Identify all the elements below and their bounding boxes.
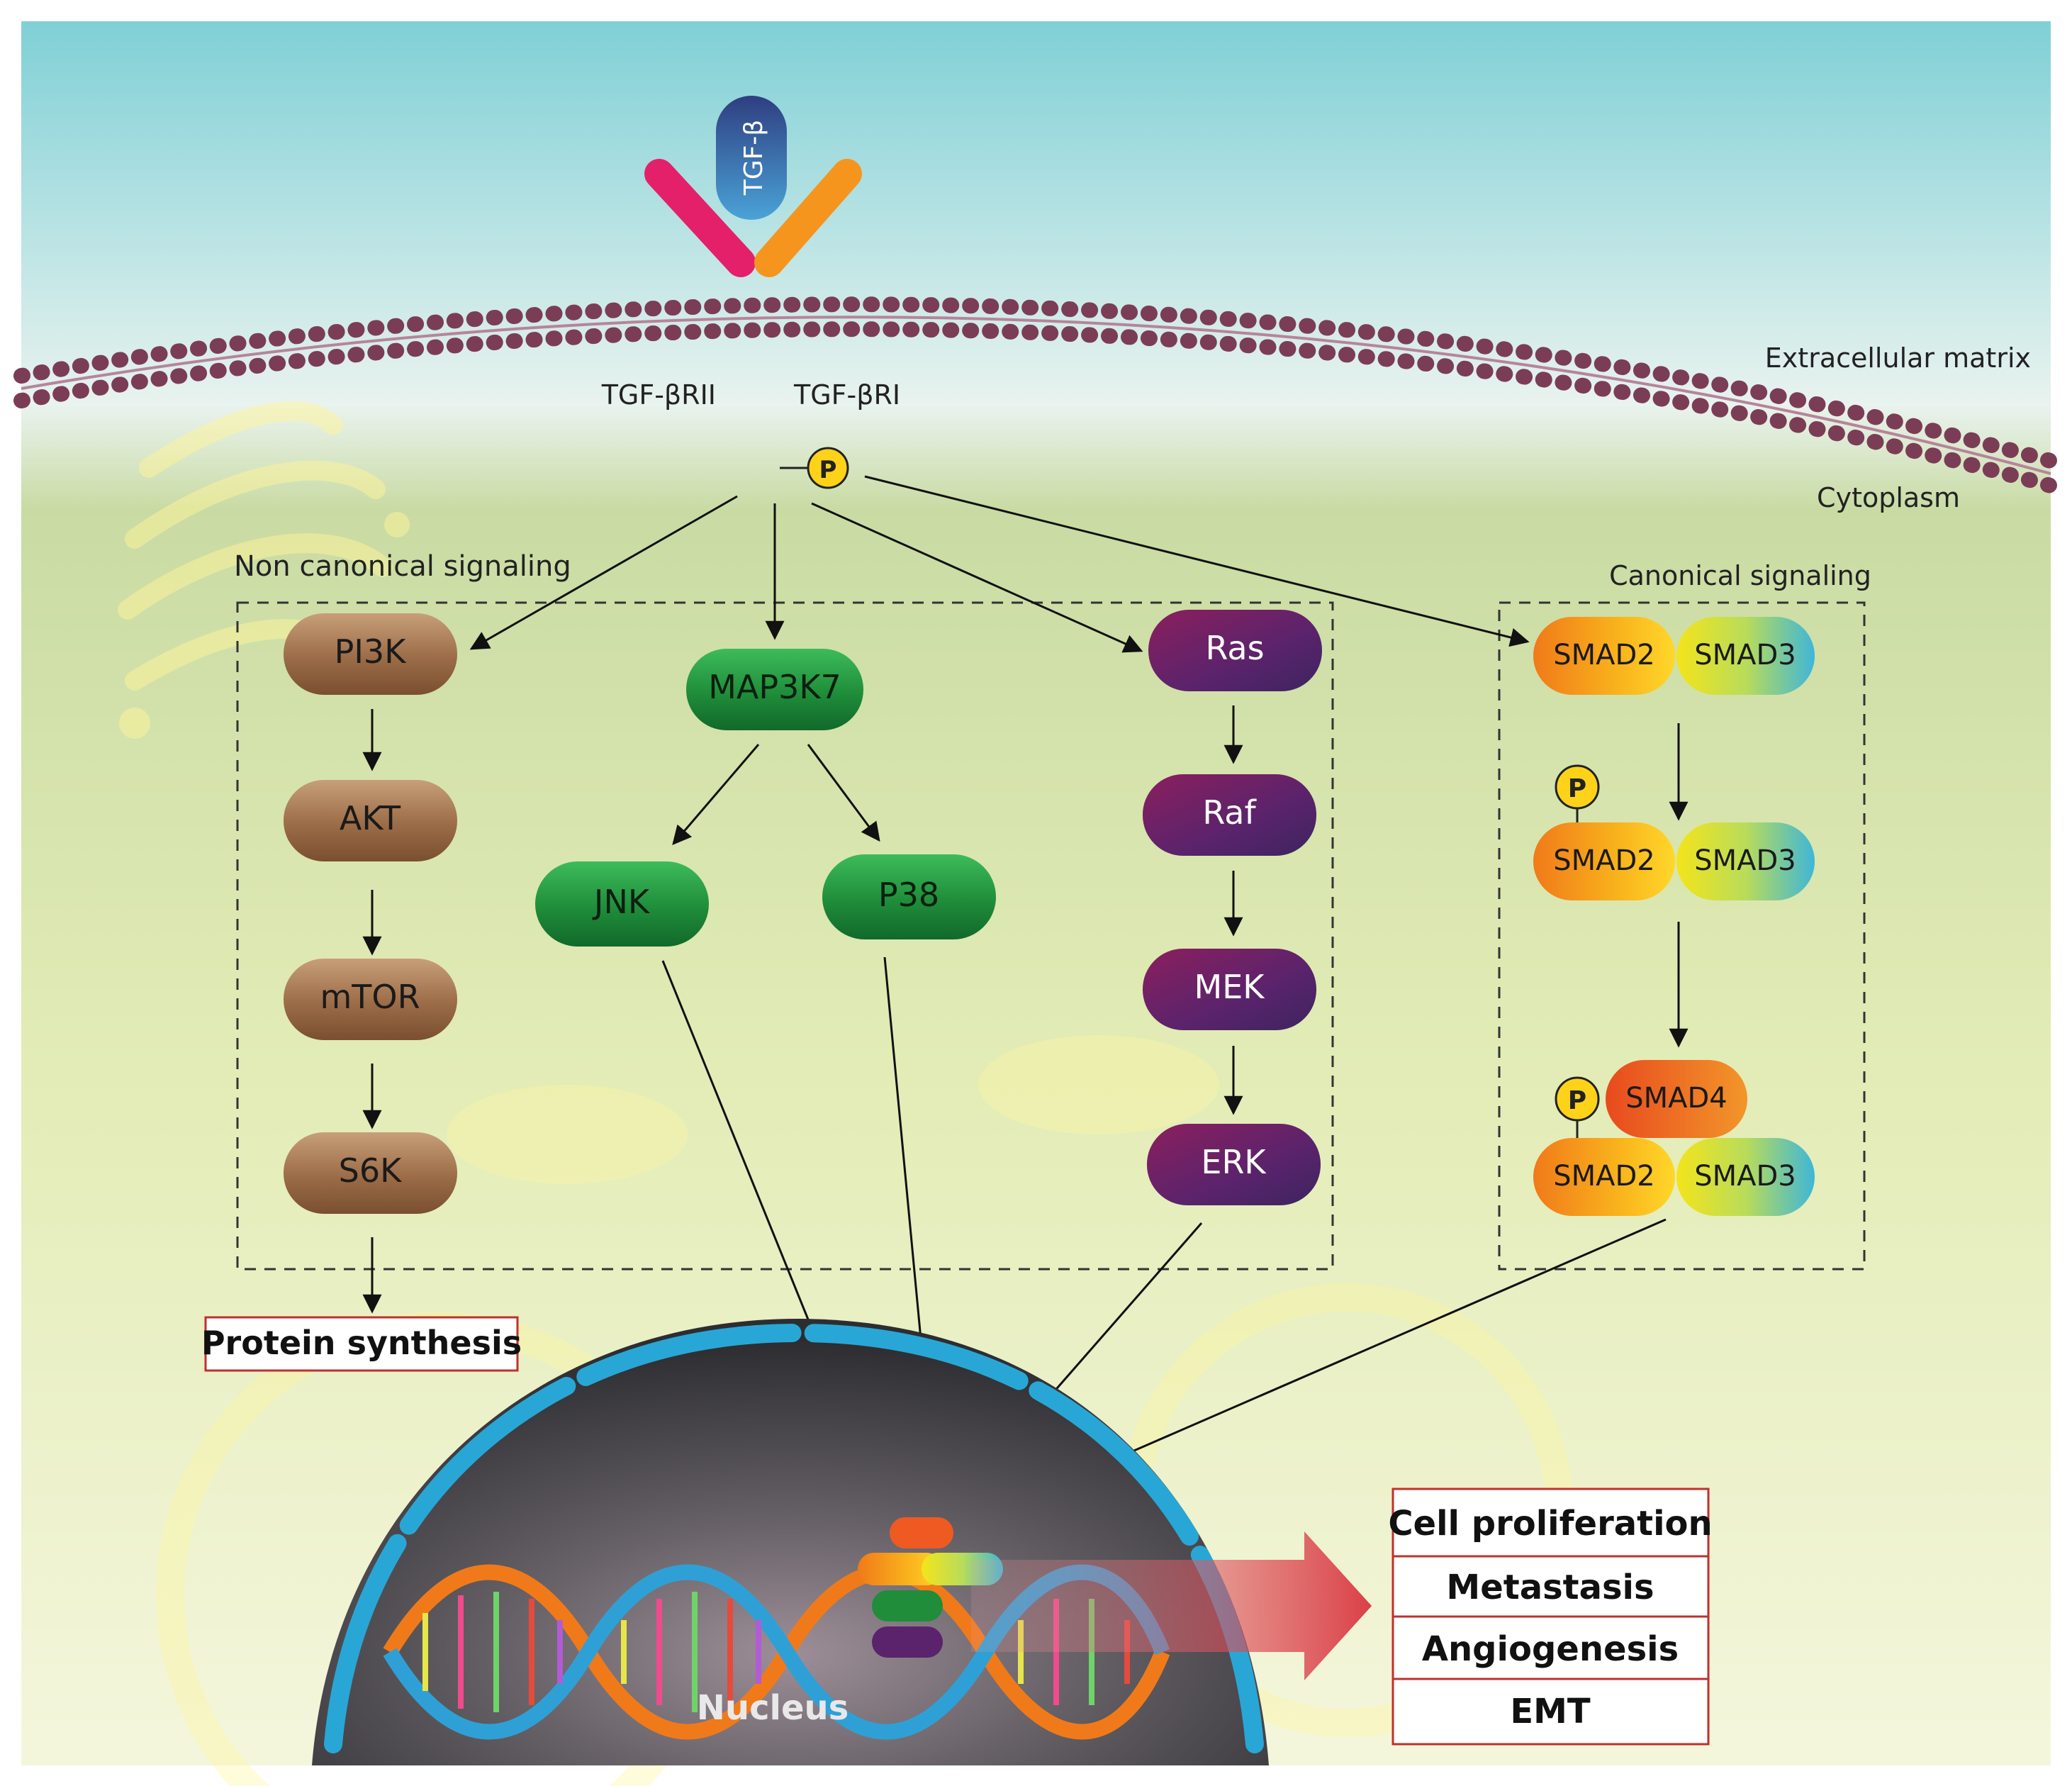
svg-text:SMAD3: SMAD3 [1694, 639, 1796, 671]
outcome-metastasis: Metastasis [1446, 1568, 1654, 1607]
svg-text:SMAD3: SMAD3 [1694, 1160, 1796, 1193]
receptor-phospho-icon [807, 447, 849, 489]
receptor-type2-label: TGF-βRII [601, 379, 716, 411]
svg-text:SMAD2: SMAD2 [1553, 844, 1655, 877]
outcome-angiogenesis: Angiogenesis [1422, 1629, 1679, 1669]
protein-synthesis-label: Protein synthesis [201, 1324, 522, 1362]
mek-node: MEK [1143, 949, 1316, 1030]
mtor-node: mTOR [284, 959, 457, 1040]
smad-complex-1: SMAD2 SMAD3 [1533, 617, 1815, 695]
canonical-label: Canonical signaling [1609, 560, 1871, 591]
svg-text:MEK: MEK [1194, 968, 1266, 1006]
svg-text:SMAD2: SMAD2 [1553, 639, 1655, 671]
pi3k-node: PI3K [284, 613, 457, 695]
svg-text:SMAD4: SMAD4 [1625, 1082, 1727, 1115]
outcomes-table: Cell proliferation Metastasis Angiogenes… [1388, 1488, 1713, 1746]
smad2-phospho-icon [1555, 764, 1600, 810]
svg-text:P: P [1568, 1086, 1586, 1115]
svg-text:Raf: Raf [1202, 793, 1257, 832]
raf-node: Raf [1143, 774, 1316, 856]
nucleus [312, 1319, 1269, 1765]
noncanonical-box [236, 601, 1334, 1271]
svg-text:P: P [1568, 774, 1586, 803]
outcome-arrow-icon [971, 1531, 1372, 1680]
svg-text:SMAD2: SMAD2 [1553, 1160, 1655, 1193]
svg-text:JNK: JNK [592, 883, 651, 921]
svg-text:AKT: AKT [340, 799, 401, 837]
svg-text:SMAD3: SMAD3 [1694, 844, 1796, 877]
golgi-decor [118, 401, 410, 739]
svg-text:PI3K: PI3K [335, 632, 408, 671]
extracellular-label: Extracellular matrix [1765, 342, 2031, 374]
svg-text:mTOR: mTOR [320, 978, 420, 1016]
smad-complex-2: P SMAD2 SMAD3 [1533, 764, 1815, 900]
outcome-cell-proliferation: Cell proliferation [1388, 1504, 1712, 1544]
svg-text:P38: P38 [878, 876, 939, 914]
tgf-beta-ligand [716, 96, 787, 220]
noncanonical-label: Non canonical signaling [234, 550, 571, 583]
p38-node: P38 [822, 854, 996, 939]
smad-complex-3: P SMAD4 SMAD2 SMAD3 [1533, 1060, 1815, 1216]
receptor-phospho-label: P [819, 456, 837, 484]
akt-node: AKT [284, 780, 457, 861]
svg-text:Ras: Ras [1205, 629, 1264, 667]
erk-node: ERK [1147, 1124, 1321, 1205]
svg-text:MAP3K7: MAP3K7 [708, 668, 841, 706]
cell-membrane [13, 296, 2059, 493]
ras-node: Ras [1148, 610, 1322, 691]
svg-text:ERK: ERK [1201, 1143, 1267, 1181]
smad4-phospho-icon [1555, 1076, 1600, 1122]
protein-synthesis-box [204, 1316, 519, 1372]
tgf-beta-label: TGF-β [739, 120, 768, 196]
cytoplasm-label: Cytoplasm [1817, 482, 1960, 513]
svg-text:S6K: S6K [339, 1151, 403, 1190]
map3k7-node: MAP3K7 [686, 649, 863, 730]
canonical-box [1498, 601, 1866, 1271]
tgf-beta-receptor-complex: TGF-β [644, 96, 862, 481]
transcription-complex [858, 1517, 1003, 1658]
outcome-emt: EMT [1510, 1692, 1591, 1731]
receptor-type1-label: TGF-βRI [793, 379, 900, 411]
jnk-node: JNK [535, 861, 709, 947]
s6k-node: S6K [284, 1132, 457, 1214]
nucleus-label: Nucleus [697, 1688, 849, 1728]
